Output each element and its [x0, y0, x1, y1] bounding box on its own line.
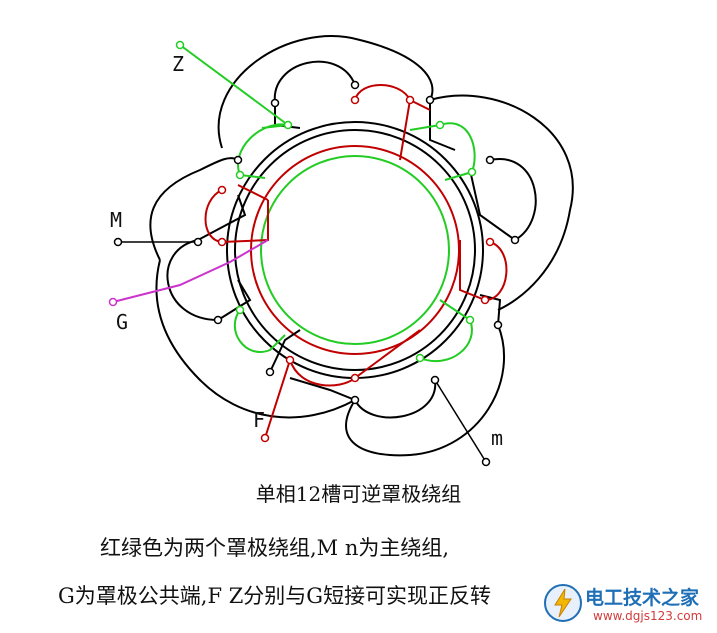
stator-ring-green: [260, 155, 450, 345]
main-link-6: [217, 279, 252, 321]
terminal-Z: [175, 40, 185, 50]
node-g7: [465, 315, 475, 325]
coil-bottom-inner: [354, 379, 437, 419]
green-coil-top: [237, 123, 289, 179]
node-4: [485, 155, 495, 165]
terminal-G: [108, 297, 118, 307]
node-6: [493, 320, 503, 330]
node-10: [213, 315, 223, 325]
node-r7: [350, 373, 360, 383]
diagram-title: 单相12槽可逆罩极绕组: [255, 482, 462, 506]
node-3: [425, 95, 435, 105]
node-r5: [480, 295, 490, 305]
node-11: [193, 237, 203, 247]
coil-left-inner: [166, 239, 219, 321]
caption-line-1: 红绿色为两个罩极绕组,M n为主绕组,: [100, 536, 450, 560]
node-g3: [467, 167, 477, 177]
node-9: [265, 367, 275, 377]
node-g6: [415, 353, 425, 363]
node-r4: [485, 237, 495, 247]
red-lead-F: [264, 359, 291, 439]
coil-top-inner: [273, 60, 356, 104]
stator-ring-black-inner: [234, 129, 476, 371]
node-g5: [235, 305, 245, 315]
magenta-lead-G: [112, 239, 269, 303]
green-link-2: [261, 124, 289, 129]
green-lead-Z: [179, 44, 289, 126]
node-r3: [217, 237, 227, 247]
red-link-1: [237, 184, 269, 201]
main-link-5: [289, 377, 356, 401]
node-g1: [283, 120, 293, 130]
lightning-logo-icon: [544, 584, 582, 622]
main-winding-bottom-right: [345, 324, 506, 457]
node-5: [510, 235, 520, 245]
main-link-4: [269, 329, 301, 373]
node-1: [270, 98, 280, 108]
node-r1: [350, 95, 360, 105]
main-winding-left: [149, 157, 239, 261]
label-m: m: [491, 426, 504, 450]
caption-line-2: G为罩极公共端,F Z分别与G短接可实现正反转: [58, 584, 492, 608]
watermark-title: 电工技术之家: [585, 587, 700, 609]
green-link-1: [409, 124, 441, 131]
node-r8: [405, 95, 415, 105]
node-r2: [217, 185, 227, 195]
watermark: 电工技术之家 www.dgjs123.com: [541, 581, 711, 627]
node-g2: [435, 120, 445, 130]
main-link-7: [197, 194, 247, 241]
stator-ring-red: [250, 145, 460, 355]
main-link-3: [469, 169, 516, 241]
node-g4: [235, 170, 245, 180]
node-8: [350, 395, 360, 405]
main-winding-top: [217, 35, 434, 149]
node-r6: [285, 355, 295, 365]
main-link-2: [429, 100, 456, 151]
coil-right-inner: [489, 158, 537, 241]
lead-m: [434, 379, 487, 463]
label-M: M: [110, 208, 123, 232]
node-2: [350, 80, 360, 90]
green-coil-bottom-left: [233, 309, 286, 353]
terminal-M: [113, 237, 123, 247]
label-Z: Z: [172, 52, 185, 76]
node-7: [430, 375, 440, 385]
main-winding-right: [429, 94, 574, 311]
main-winding-bottom-left: [155, 259, 356, 419]
terminal-F: [260, 433, 270, 443]
watermark-url: www.dgjs123.com: [593, 609, 703, 623]
stator-ring-black-outer: [226, 121, 484, 379]
terminal-m: [481, 457, 491, 467]
label-G: G: [116, 310, 129, 334]
label-F: F: [253, 408, 266, 432]
node-12: [233, 155, 243, 165]
